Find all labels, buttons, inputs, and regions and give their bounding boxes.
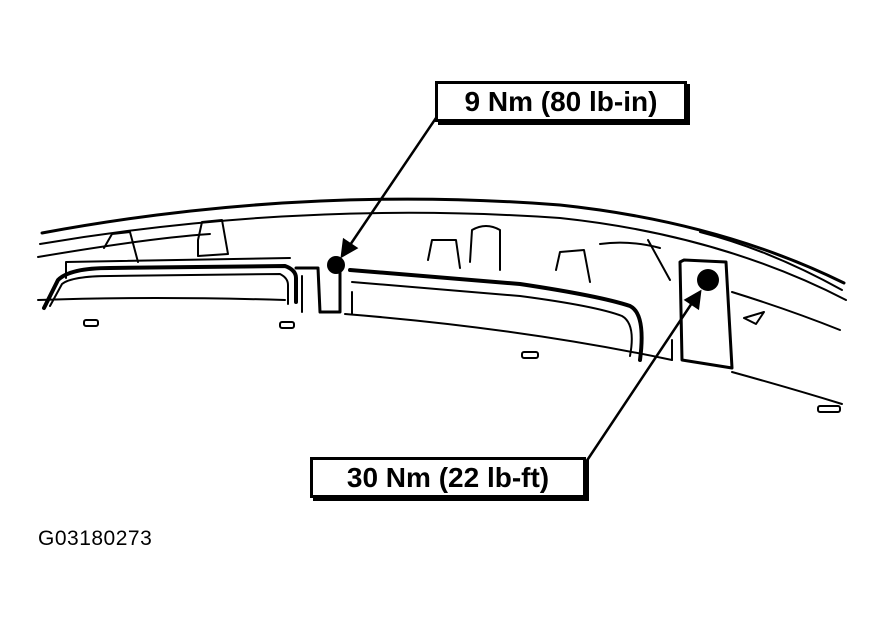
mounting-bracket-center <box>294 258 342 314</box>
housing-edge-line <box>37 233 211 258</box>
housing-edge-line <box>699 231 843 291</box>
housing-edge-line <box>344 313 673 361</box>
retaining-tab <box>599 241 661 249</box>
gasket-rail-left <box>49 273 289 307</box>
torque-value-lower: 30 Nm (22 lb-ft) <box>346 462 550 493</box>
gasket-rail-right <box>351 281 633 357</box>
bolt-upper <box>327 256 345 274</box>
retaining-tab <box>427 239 461 269</box>
gasket-rail-left <box>42 264 298 310</box>
slot <box>817 405 841 413</box>
housing-edge-line <box>731 371 843 405</box>
slot <box>279 321 295 329</box>
leader-line-upper <box>346 117 438 249</box>
arrowhead-lower <box>683 289 702 311</box>
gasket-rail-left <box>65 257 291 279</box>
torque-callout-upper: 9 Nm (80 lb-in) <box>435 81 687 122</box>
housing-edge-line <box>39 211 847 301</box>
bolt-lower <box>697 269 719 291</box>
housing-edge-line <box>731 291 841 331</box>
tab-wedge <box>743 311 765 325</box>
leader-line-lower <box>584 299 696 463</box>
housing-edge-line <box>37 297 286 301</box>
retaining-tab <box>469 225 501 271</box>
figure-id: G03180273 <box>38 527 153 550</box>
slot <box>521 351 539 359</box>
retaining-tab <box>197 219 229 257</box>
retaining-tab <box>103 231 139 263</box>
retaining-tab <box>647 239 671 281</box>
torque-value-upper: 9 Nm (80 lb-in) <box>464 86 658 117</box>
mounting-bracket-right <box>678 258 734 370</box>
arrowhead-upper <box>340 237 359 259</box>
gasket-rail-right <box>348 268 644 362</box>
slot <box>83 319 99 327</box>
torque-callout-lower: 30 Nm (22 lb-ft) <box>310 457 586 498</box>
housing-edge-line <box>40 197 846 285</box>
retaining-tab <box>555 249 591 283</box>
